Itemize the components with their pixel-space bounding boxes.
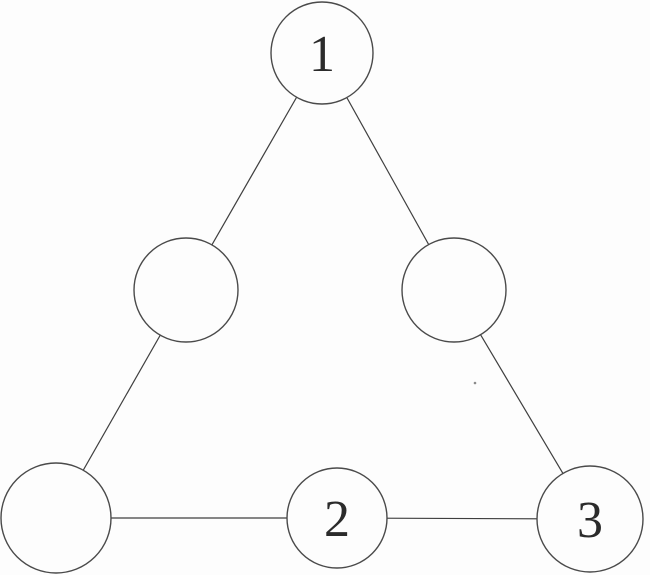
node-bottom-middle-circle bbox=[286, 467, 388, 569]
node-middle-left-circle bbox=[133, 237, 239, 343]
node-top-circle bbox=[270, 1, 374, 105]
speck-artifact bbox=[473, 381, 477, 385]
node-bottom-left-circle bbox=[0, 462, 112, 574]
node-bottom-right-label: 3 bbox=[577, 492, 603, 549]
node-middle-left bbox=[133, 237, 239, 343]
node-bottom-middle: 2 bbox=[286, 467, 388, 569]
node-top-label: 1 bbox=[309, 26, 335, 83]
node-bottom-left bbox=[0, 462, 112, 574]
node-bottom-middle-label: 2 bbox=[324, 491, 350, 548]
node-top: 1 bbox=[270, 1, 374, 105]
node-middle-right bbox=[401, 237, 507, 343]
node-bottom-right-circle bbox=[536, 465, 644, 573]
node-bottom-right: 3 bbox=[536, 465, 644, 573]
node-middle-right-circle bbox=[401, 237, 507, 343]
